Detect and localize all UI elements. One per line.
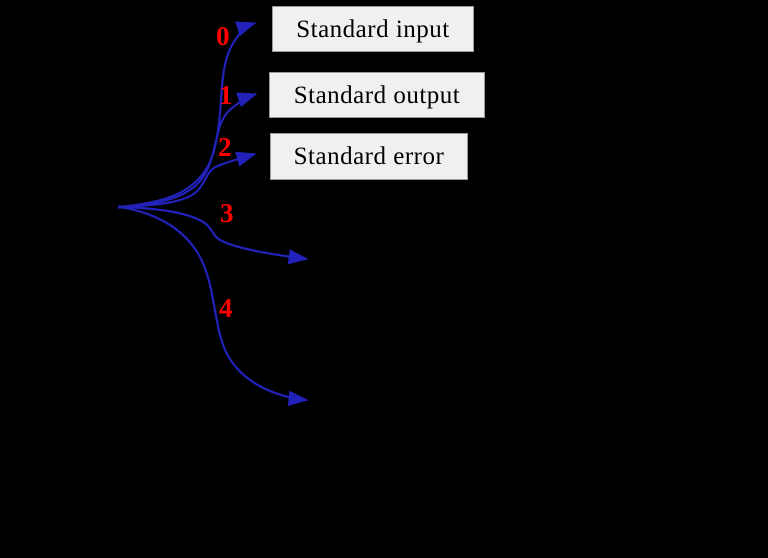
box-standard-input-label: Standard input: [296, 15, 450, 43]
edge-label-fd-2: 2: [218, 132, 232, 162]
edge-label-fd-0: 0: [216, 21, 230, 51]
edge-label-fd-4: 4: [219, 293, 233, 323]
edge-path-fd-3: [119, 205, 309, 265]
box-standard-output-label: Standard output: [293, 81, 461, 109]
edge-path-fd-0: [119, 21, 257, 209]
edge-label-fd-3: 3: [220, 198, 234, 228]
edge-path-fd-4: [119, 205, 309, 406]
edge-path-fd-2: [119, 151, 257, 209]
edge-path-fd-1: [119, 92, 258, 209]
box-standard-input[interactable]: Standard input: [272, 6, 474, 52]
box-standard-error[interactable]: Standard error: [270, 133, 468, 180]
box-standard-output[interactable]: Standard output: [269, 72, 485, 118]
edge-label-fd-1: 1: [219, 80, 233, 110]
box-standard-error-label: Standard error: [293, 143, 445, 170]
